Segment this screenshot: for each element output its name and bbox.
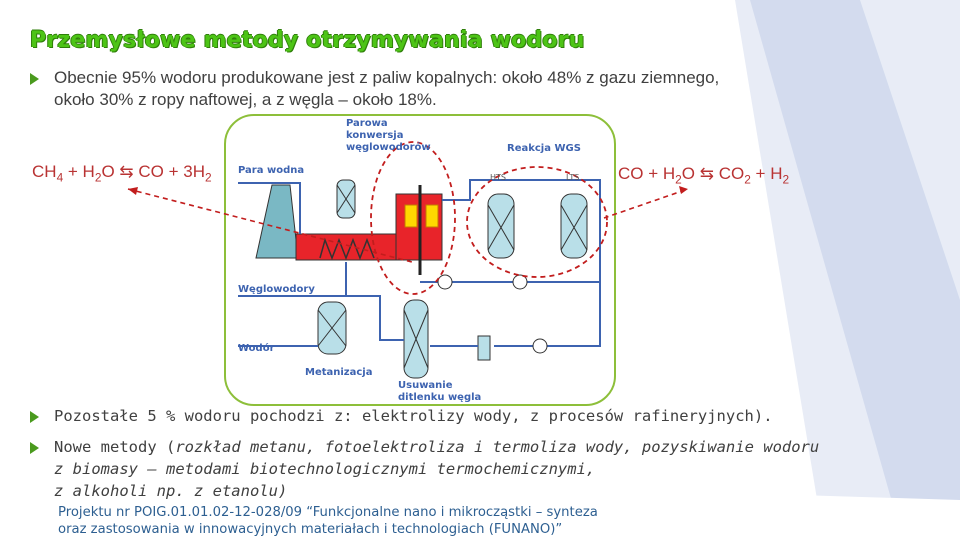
reformer-highlight (370, 141, 456, 295)
label-co2-line-1: Usuwanie (398, 380, 453, 391)
chimney-shape (255, 184, 299, 259)
steam-pipe (238, 182, 301, 234)
desulfurizer-x2 (336, 184, 356, 214)
bullet-3-line-3: z alkoholi np. z etanolu) (54, 482, 288, 500)
triangle-bullet-icon (30, 73, 39, 85)
heat-exchanger-3 (532, 338, 548, 354)
heat-exchanger-1 (437, 274, 453, 290)
bullet-3-italic: rozkład metanu, fotoelektroliza i termol… (175, 438, 820, 456)
label-reforming: Parowa konwersja węglowodorów (346, 118, 431, 154)
label-hts: HTS (490, 173, 506, 182)
bullet-3-prefix: Nowe metody ( (54, 438, 176, 456)
triangle-bullet-icon (30, 442, 39, 454)
heat-exchanger-2 (512, 274, 528, 290)
flame-right (425, 204, 439, 228)
separator-vessel (477, 335, 491, 361)
arrow-reforming-head (128, 187, 138, 195)
bullet-1-line-2: około 30% z ropy naftowej, a z węgla – o… (54, 90, 437, 109)
bullet-1-line-1: Obecnie 95% wodoru produkowane jest z pa… (54, 68, 720, 87)
label-reforming-line-2: konwersja (346, 130, 404, 141)
label-hydrogen: Wodór (238, 343, 275, 354)
equation-wgs: CO + H2O ⇆ CO2 + H2 (618, 164, 790, 187)
label-co2-removal: Usuwanie ditlenku węgla (398, 380, 481, 404)
hts-vessel (487, 193, 515, 259)
methanation-feed-pipe (346, 295, 404, 341)
methanation-x2 (317, 309, 347, 347)
label-wgs: Reakcja WGS (507, 143, 581, 154)
wgs-highlight (466, 166, 608, 278)
bullet-2-text: Pozostałe 5 % wodoru pochodzi z: elektro… (54, 407, 773, 425)
hts-x2 (487, 204, 515, 251)
bullet-3-line-2: z biomasy – metodami biotechnologicznymi… (54, 460, 596, 478)
label-reforming-line-1: Parowa (346, 118, 388, 129)
slide-title: Przemysłowe metody otrzymywania wodoru (30, 28, 585, 53)
co2-x2 (403, 309, 429, 369)
flame-left (404, 204, 418, 228)
triangle-bullet-icon (30, 411, 39, 423)
coil-shape (319, 237, 375, 261)
label-hydrocarbons: Węglowodory (238, 284, 315, 295)
arrow-wgs-head (679, 186, 688, 194)
bullet-3-line-1: Nowe metody (rozkład metanu, fotoelektro… (54, 436, 819, 458)
label-lts: LTS (566, 173, 580, 182)
arrow-reforming (127, 188, 413, 263)
co2-feed-pipe (494, 282, 601, 347)
equation-reforming: CH4 + H2O ⇆ CO + 3H2 (32, 162, 212, 185)
label-co2-line-2: ditlenku węgla (398, 392, 482, 403)
footer-line-2: oraz zastosowania w innowacyjnych materi… (58, 522, 563, 537)
label-steam: Para wodna (238, 165, 305, 176)
reformer-duct (295, 233, 397, 261)
footer-line-1: Projektu nr POIG.01.01.02-12-028/09 “Fun… (58, 505, 598, 520)
decor-panel-right-dark (750, 0, 960, 548)
lts-x2 (560, 204, 588, 251)
label-methanation: Metanizacja (305, 367, 373, 378)
decor-footer-band (0, 470, 960, 548)
label-reforming-line-3: węglowodorów (346, 142, 431, 153)
lts-vessel (560, 193, 588, 259)
arrow-wgs (603, 189, 686, 219)
